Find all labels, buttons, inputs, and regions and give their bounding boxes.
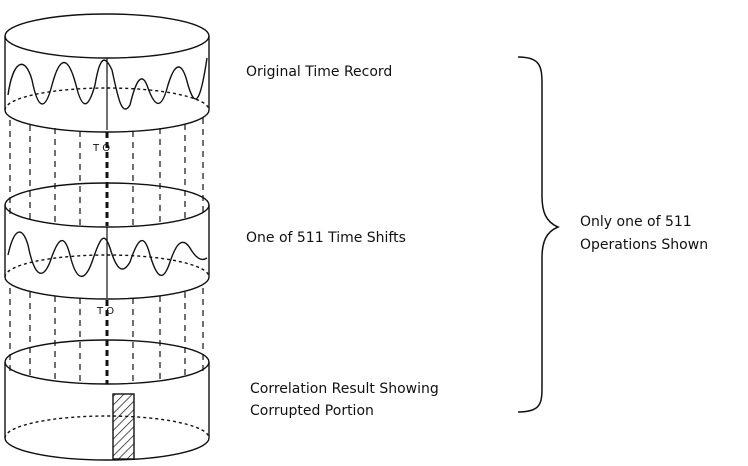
- label-correlation-result-line1: Correlation Result Showing: [250, 381, 439, 397]
- cylinder-shifted: [4, 182, 210, 300]
- connector-lines-top: [9, 118, 204, 226]
- curly-brace: [517, 56, 560, 413]
- label-summary-line2: Operations Shown: [580, 237, 708, 253]
- cylinder-original: [4, 13, 210, 133]
- waveform-original: [7, 57, 208, 110]
- label-original-time-record: Original Time Record: [246, 64, 392, 80]
- waveform-shifted: [7, 231, 208, 277]
- label-summary-line1: Only one of 511: [580, 214, 692, 230]
- label-correlation-result-line2: Corrupted Portion: [250, 403, 374, 419]
- label-time-shifts: One of 511 Time Shifts: [246, 230, 406, 246]
- cylinder-top-ellipse: [4, 13, 210, 59]
- marker-middle: T O: [96, 306, 114, 317]
- cylinder-result: [4, 339, 210, 461]
- connector-lines-bottom: [9, 288, 204, 384]
- marker-top: T O: [92, 143, 110, 154]
- corrupted-portion-hatch: [112, 393, 135, 460]
